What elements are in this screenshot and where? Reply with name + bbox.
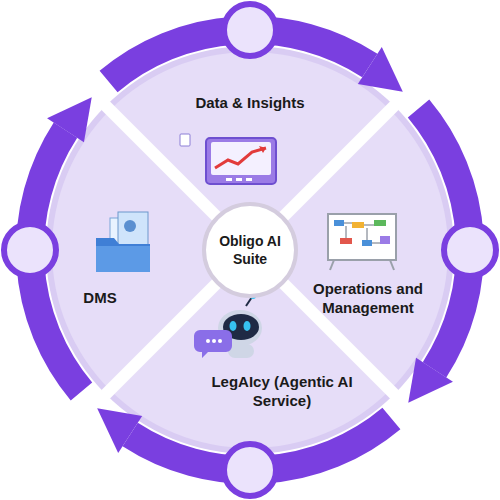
- whiteboard-icon: [328, 214, 396, 270]
- node-label: Operations and Management: [307, 279, 429, 318]
- inner-ring: [46, 46, 454, 454]
- ring-arrowhead: [47, 97, 92, 142]
- ring-knob: [224, 4, 276, 56]
- robot-icon: [194, 293, 262, 358]
- folder-icon: [96, 212, 150, 272]
- ring-knob: [4, 224, 56, 276]
- ring-knob: [444, 224, 496, 276]
- chart-icon: [180, 134, 276, 184]
- ring-knob: [224, 444, 276, 496]
- segment-node: Operations and Management: [307, 279, 429, 318]
- ring-arrowhead: [97, 408, 142, 453]
- ring-arrowhead: [408, 358, 453, 403]
- node-label: Data & Insights: [165, 93, 335, 113]
- center-node: Obligo AI Suite: [210, 232, 290, 268]
- node-label: Obligo AI Suite: [210, 232, 290, 268]
- node-label: DMS: [65, 288, 135, 308]
- center-circle: [204, 204, 296, 296]
- ring-knobs: [4, 4, 496, 496]
- segment-node: LegAIcy (Agentic AI Service): [197, 372, 367, 411]
- ring-arrowhead: [358, 47, 403, 92]
- segment-node: DMS: [65, 288, 135, 308]
- segment-node: Data & Insights: [165, 93, 335, 113]
- node-label: LegAIcy (Agentic AI Service): [197, 372, 367, 411]
- inner-disk: [52, 52, 448, 448]
- cycle-ring: [30, 30, 470, 470]
